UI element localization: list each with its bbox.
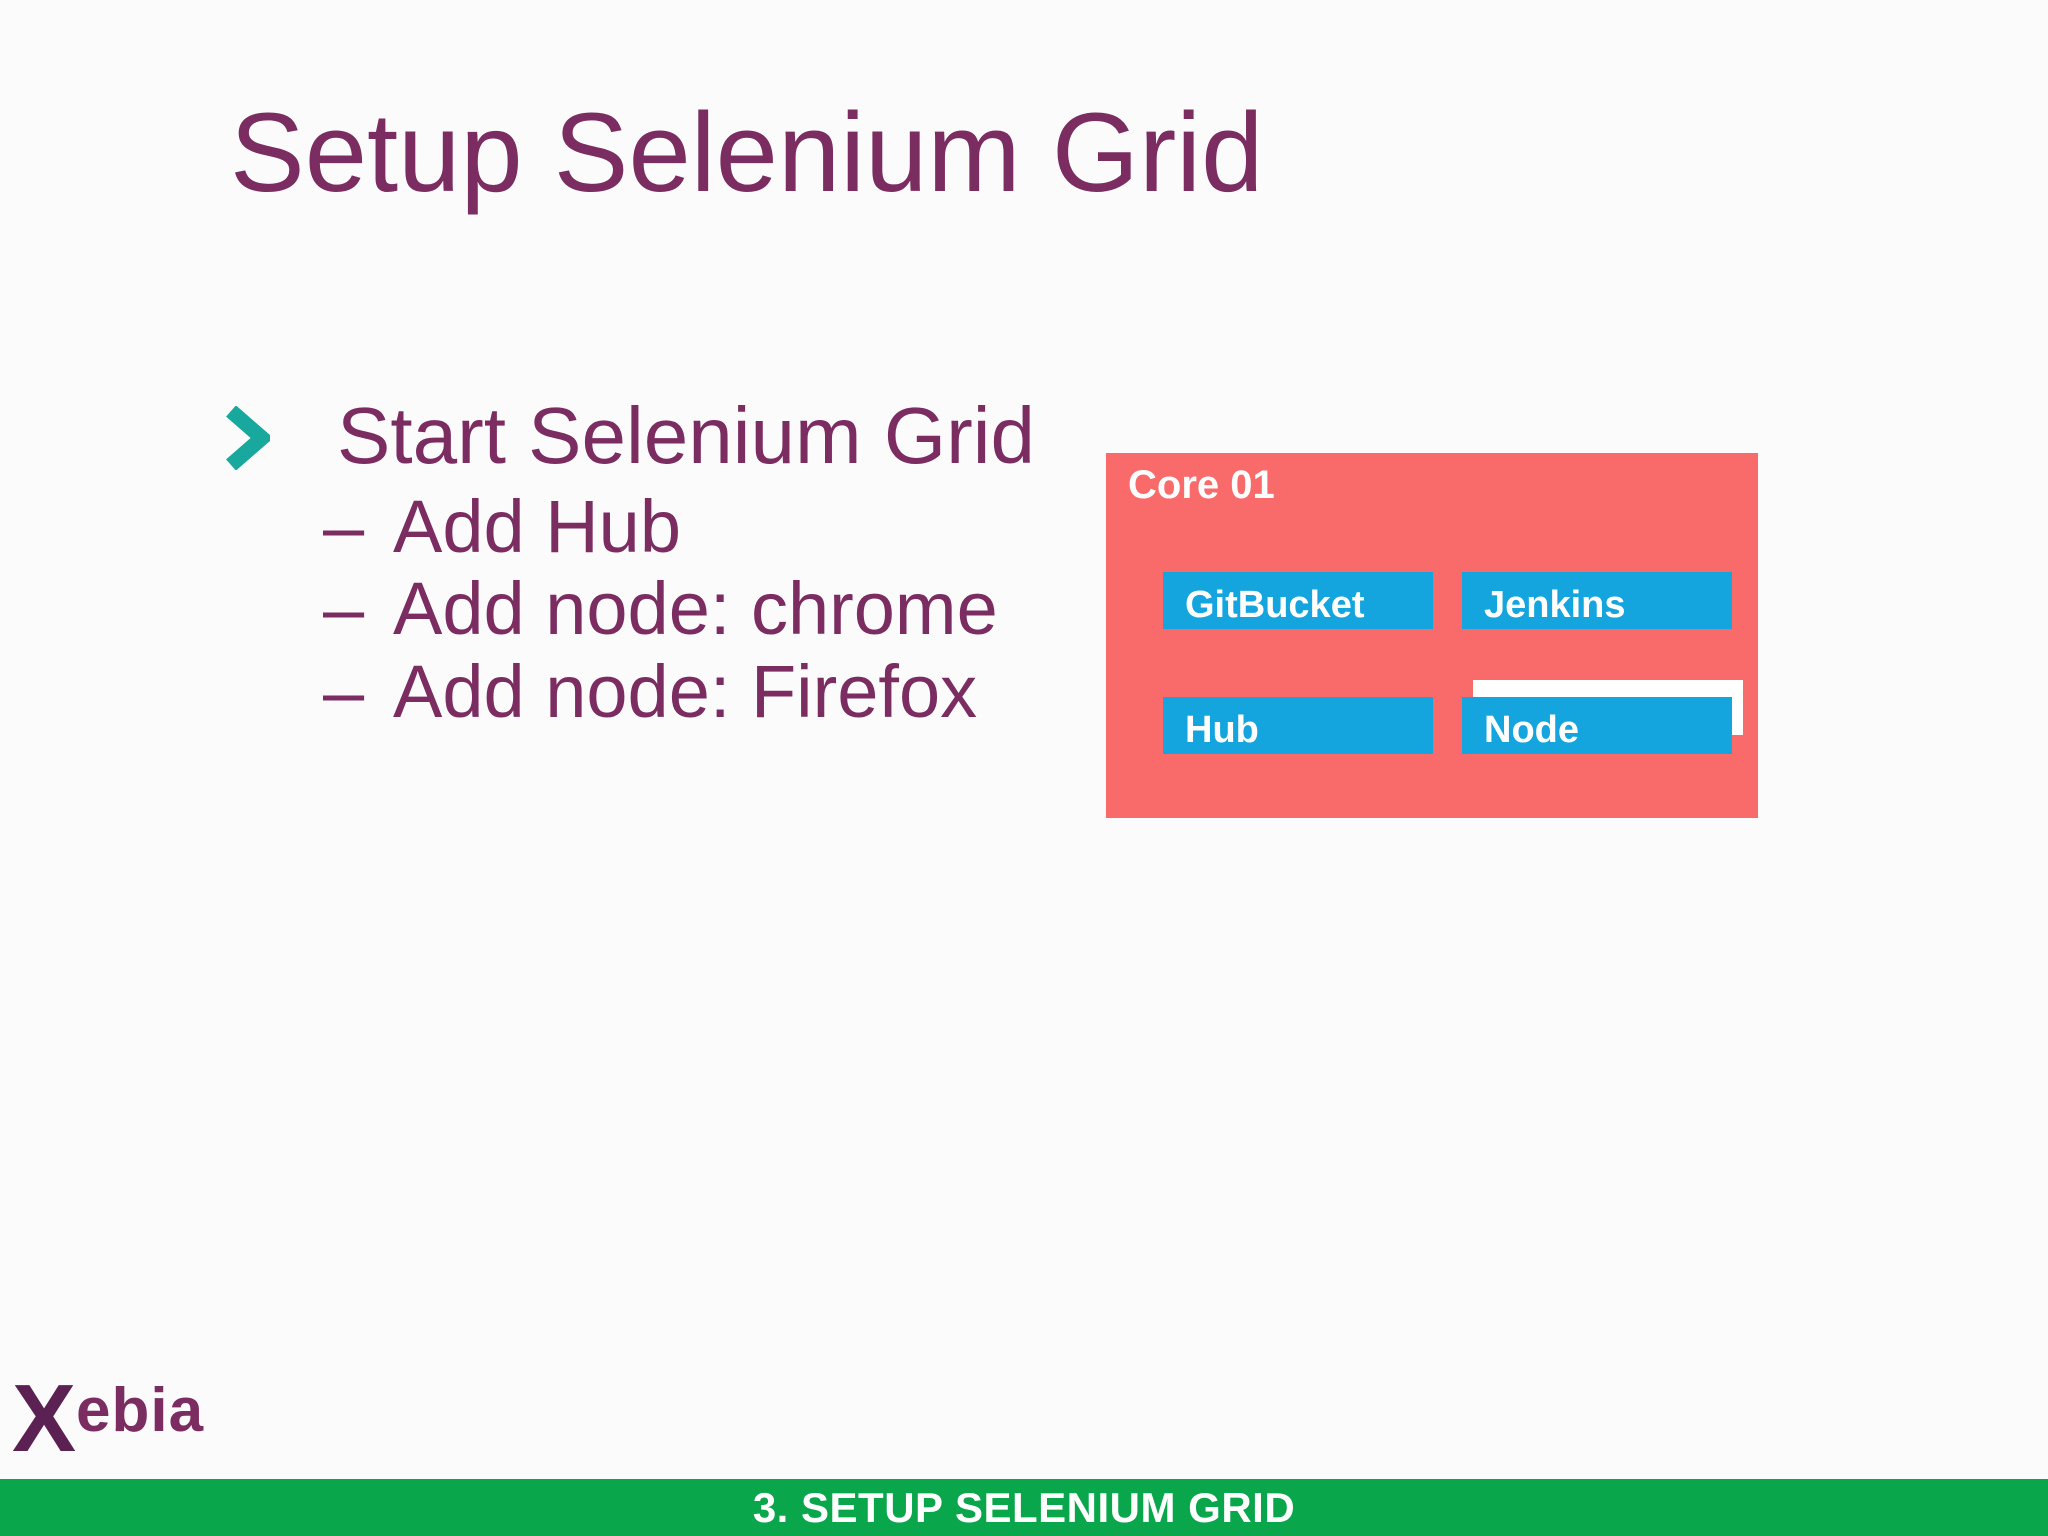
core-container-label: Core 01	[1128, 463, 1275, 507]
sub-bullet-dash: –	[323, 485, 365, 568]
sub-bullet-text: Add node: Firefox	[393, 650, 978, 733]
sub-bullet-item: –Add node: chrome	[323, 572, 998, 646]
slide-title: Setup Selenium Grid	[230, 90, 1264, 215]
sub-bullet-text: Add node: chrome	[393, 567, 998, 650]
bullet-chevron-icon	[226, 406, 270, 470]
xebia-logo-text: ebia	[76, 1376, 205, 1445]
diagram-node-gitbucket: GitBucket	[1163, 572, 1433, 629]
bullet-text: Start Selenium Grid	[337, 391, 1036, 480]
footer-bar-text: 3. SETUP SELENIUM GRID	[752, 1483, 1296, 1531]
diagram-node-jenkins: Jenkins	[1462, 572, 1732, 629]
xebia-logo: X ebia	[0, 0, 260, 1467]
sub-bullet-dash: –	[323, 567, 365, 650]
sub-bullet-text: Add Hub	[393, 485, 681, 568]
sub-bullet-dash: –	[323, 650, 365, 733]
footer-bar: 3. SETUP SELENIUM GRID	[0, 1479, 2048, 1536]
core-container-box: Core 01 GitBucket Jenkins Hub Node	[1106, 453, 1758, 818]
sub-bullet-item: –Add Hub	[323, 490, 681, 564]
xebia-logo-x: X	[12, 1365, 77, 1472]
diagram-node-node: Node	[1462, 697, 1732, 754]
sub-bullet-item: –Add node: Firefox	[323, 655, 977, 729]
diagram-node-hub: Hub	[1163, 697, 1433, 754]
